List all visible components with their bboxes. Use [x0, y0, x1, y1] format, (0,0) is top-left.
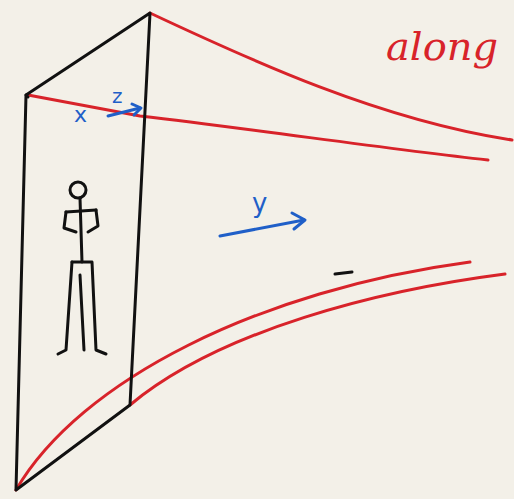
upper-outer-curve [150, 13, 512, 140]
ink-mark [335, 272, 352, 274]
stick-figure [58, 182, 106, 354]
axis-arrows [108, 104, 305, 236]
axis-label: y [252, 190, 267, 216]
axis-label: x [74, 104, 87, 126]
title-note: along [386, 26, 498, 66]
slab-outline [16, 13, 150, 490]
axis-label: z [112, 86, 123, 106]
lower-inner-curve [130, 274, 505, 405]
slab-corner [26, 95, 28, 97]
lower-outer-curve [16, 262, 470, 490]
upper-inner-curve [28, 95, 488, 160]
